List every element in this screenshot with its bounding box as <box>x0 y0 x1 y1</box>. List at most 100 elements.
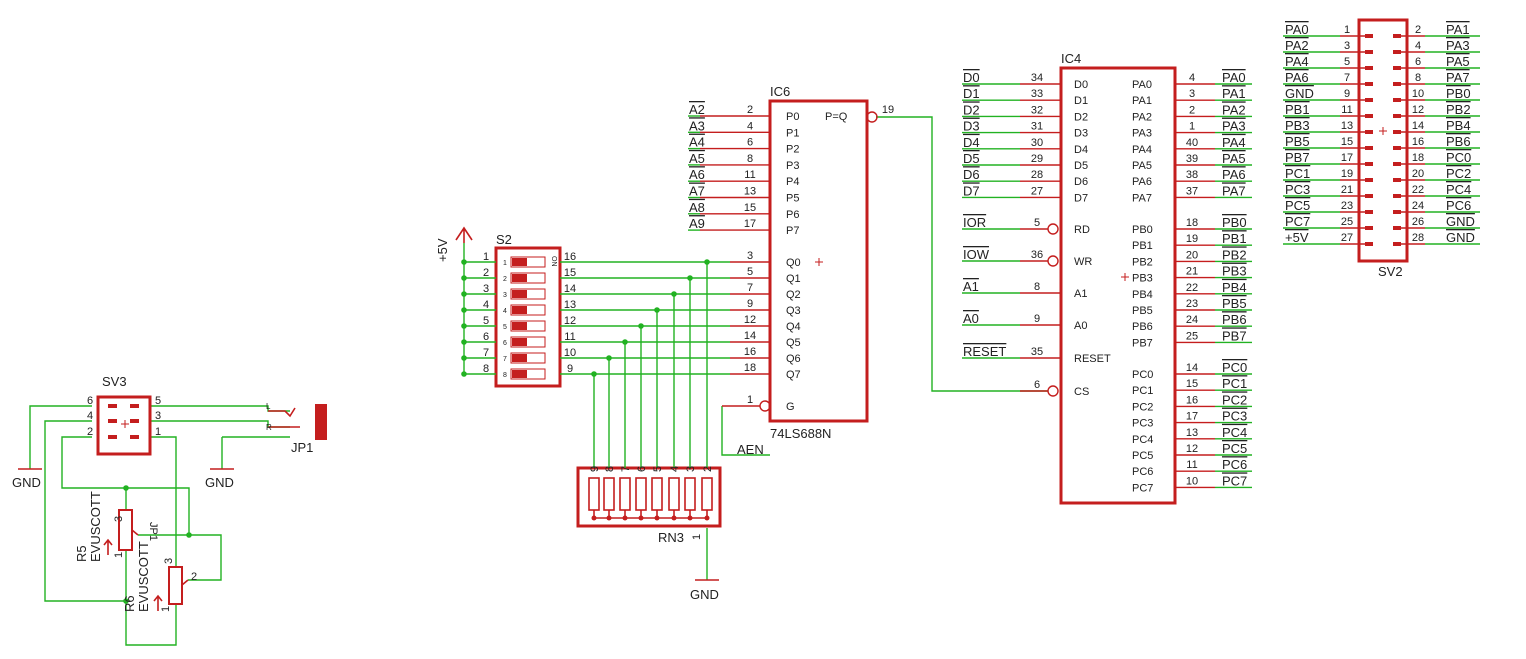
ic4-pin-name: PC0 <box>1132 369 1153 381</box>
ic4-pin-name: A0 <box>1074 320 1087 332</box>
ic4-pin-name: PA1 <box>1132 95 1152 107</box>
sv2-left-net-label: PC5 <box>1285 198 1310 213</box>
ic4-pin-number: 38 <box>1186 169 1198 181</box>
rn3-name: RN3 <box>658 530 684 545</box>
rn3-common-pin: 1 <box>691 534 703 540</box>
ic6-g-pin-number: 1 <box>747 394 753 406</box>
sv2-right-pin-number: 12 <box>1412 104 1424 116</box>
ic4-net-label: D3 <box>963 119 980 134</box>
ic4-pin-number: 34 <box>1031 72 1043 84</box>
ic4-pc-net-label: PC3 <box>1222 409 1247 424</box>
s2-switch-number: 7 <box>503 356 507 363</box>
ic4-pin-number: 16 <box>1186 394 1198 406</box>
ic6-pin-number: 6 <box>747 137 753 149</box>
ic4-net-label: D5 <box>963 151 980 166</box>
ic6-pin-number: 17 <box>744 218 756 230</box>
ic6-net-label: A4 <box>689 135 705 150</box>
ic4-inversion-bubble <box>1047 223 1059 235</box>
ic4-pin-number: 27 <box>1031 185 1043 197</box>
sv2-left-contact <box>1365 178 1373 182</box>
ic6-pin-number: 8 <box>747 153 753 165</box>
sv2-left-net-label: PB5 <box>1285 134 1310 149</box>
ic4-pin-name: PA7 <box>1132 192 1152 204</box>
ic6-pin-number: 2 <box>747 104 753 116</box>
s2-switch-slot <box>510 256 546 268</box>
junction-dot <box>638 323 644 329</box>
sv3-left-pin-number: 4 <box>87 410 93 422</box>
ic4-net-label: IOR <box>963 215 986 230</box>
sv2-right-contact <box>1393 226 1401 230</box>
s2-switch-number: 2 <box>503 276 507 283</box>
ic4-pb-net-label: PB7 <box>1222 328 1247 343</box>
sv2-right-net-label: PA1 <box>1446 22 1470 37</box>
ic6-g-pin-name: G <box>786 401 795 413</box>
sv2-right-net-label: PC0 <box>1446 150 1471 165</box>
s2-switch-toggle <box>512 290 527 298</box>
rn3-resistor <box>701 477 713 511</box>
sv2-right-pin-number: 22 <box>1412 184 1424 196</box>
sv2-right-pin-number: 2 <box>1415 24 1421 36</box>
rn3-resistor <box>603 477 615 511</box>
sv2-right-net-label: PC2 <box>1446 166 1471 181</box>
ic4-pin-name: CS <box>1074 386 1089 398</box>
sv2-left-pin-number: 27 <box>1341 232 1353 244</box>
jp1-pin-l: L <box>266 402 271 411</box>
s2-switch-number: 8 <box>503 372 507 379</box>
ic6-group: 2P0A24P1A36P2A48P3A511P4A613P5A715P6A817… <box>560 102 894 468</box>
ic6-pin-number: 13 <box>744 186 756 198</box>
s2-switch-toggle <box>512 274 527 282</box>
sv2-right-contact <box>1393 98 1401 102</box>
sv3-right-contact <box>130 404 139 408</box>
ic4-pin-number: 3 <box>1189 88 1195 100</box>
ic4-pin-number: 8 <box>1034 281 1040 293</box>
ic6-pin-number: 18 <box>744 362 756 374</box>
sv2-right-contact <box>1393 130 1401 134</box>
sv2-right-contact <box>1393 114 1401 118</box>
ic4-net-label: A0 <box>963 311 979 326</box>
ic4-pin-number: 1 <box>1189 121 1195 133</box>
sv2-right-pin-number: 26 <box>1412 216 1424 228</box>
ic4-pin-name: A1 <box>1074 288 1087 300</box>
ic4-net-label: D7 <box>963 183 980 198</box>
sv2-right-net-label: GND <box>1446 230 1475 245</box>
ic4-pin-number: 31 <box>1031 121 1043 133</box>
sv2-right-contact <box>1393 162 1401 166</box>
sv2-right-pin-number: 16 <box>1412 136 1424 148</box>
sv2-right-pin-number: 10 <box>1412 88 1424 100</box>
ic6-pin-name: P5 <box>786 193 799 205</box>
r5-name: R5 <box>74 545 89 562</box>
s2-right-pin-number: 10 <box>564 347 576 359</box>
sv2-left-pin-number: 25 <box>1341 216 1353 228</box>
ic4-pin-number: 21 <box>1186 266 1198 278</box>
ic4-net-label: IOW <box>963 247 990 262</box>
rn3-body <box>576 466 722 528</box>
junction-dot <box>687 275 693 281</box>
ic4-pin-name: PC4 <box>1132 434 1153 446</box>
sv2-left-net-label: PA6 <box>1285 70 1309 85</box>
s2-switch-toggle <box>512 322 527 330</box>
s2-switch-toggle <box>512 370 527 378</box>
s2-switch-number: 1 <box>503 260 507 267</box>
sv2-left-net-label: PB7 <box>1285 150 1310 165</box>
sv2-left-net-label: PB3 <box>1285 118 1310 133</box>
ic6-pin-name: P7 <box>786 225 799 237</box>
junction-dot <box>461 291 467 297</box>
ic4-pc-net-label: PC6 <box>1222 457 1247 472</box>
ic4-pin-name: D4 <box>1074 144 1088 156</box>
s2-right-pin-number: 15 <box>564 267 576 279</box>
ic4-pin-name: PB6 <box>1132 321 1153 333</box>
s2-right-pin-number: 9 <box>567 363 573 375</box>
ic4-pin-number: 6 <box>1034 379 1040 391</box>
ic4-pin-name: PC5 <box>1132 450 1153 462</box>
ic4-pin-number: 5 <box>1034 217 1040 229</box>
ic4-pin-name: PB5 <box>1132 305 1153 317</box>
rn3-pin-number: 6 <box>636 466 648 472</box>
sv2-left-pin-number: 5 <box>1344 56 1350 68</box>
r5-resistor <box>103 509 139 555</box>
ic4-pin-name: PC6 <box>1132 466 1153 478</box>
sv3-left-pin-number: 6 <box>87 395 93 407</box>
sv2-right-contact <box>1393 34 1401 38</box>
sv2-left-pin-number: 19 <box>1341 168 1353 180</box>
sv2-left-contact <box>1365 130 1373 134</box>
s2-left-pin-number: 2 <box>483 267 489 279</box>
